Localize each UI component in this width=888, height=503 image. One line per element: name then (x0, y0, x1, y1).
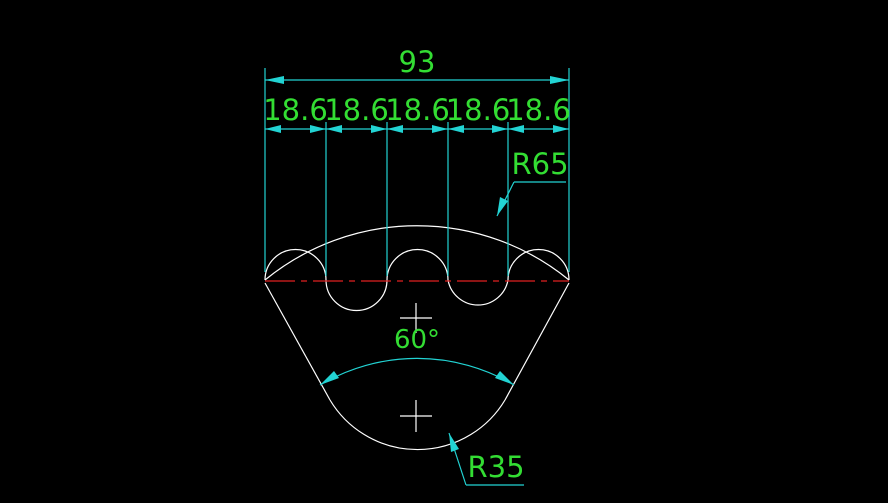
r65-leader (496, 181, 566, 217)
segment-width-label-4: 18.6 (446, 93, 511, 127)
right-side-edge (504, 282, 570, 401)
extension-lines (264, 68, 570, 276)
angle-label: 60° (394, 325, 440, 355)
overall-width-label: 93 (399, 45, 436, 79)
segment-width-label-2: 18.6 (324, 93, 389, 127)
lower-center-cross (400, 400, 432, 432)
top-radius-label: R65 (511, 147, 568, 181)
segment-width-label-5: 18.6 (506, 93, 571, 127)
angle-dimension (319, 357, 515, 386)
r35-leader (448, 432, 524, 486)
segment-width-label-3: 18.6 (385, 93, 450, 127)
segment-width-label-1: 18.6 (263, 93, 328, 127)
top-arc-r65 (264, 225, 570, 281)
segment-dimensions (265, 125, 569, 133)
upper-center-cross (400, 303, 432, 333)
bottom-arc-r35 (329, 399, 506, 451)
bottom-radius-label: R35 (467, 450, 524, 484)
scalloped-edge (264, 248, 570, 312)
overall-dimension (265, 76, 569, 84)
left-side-edge (264, 282, 331, 401)
